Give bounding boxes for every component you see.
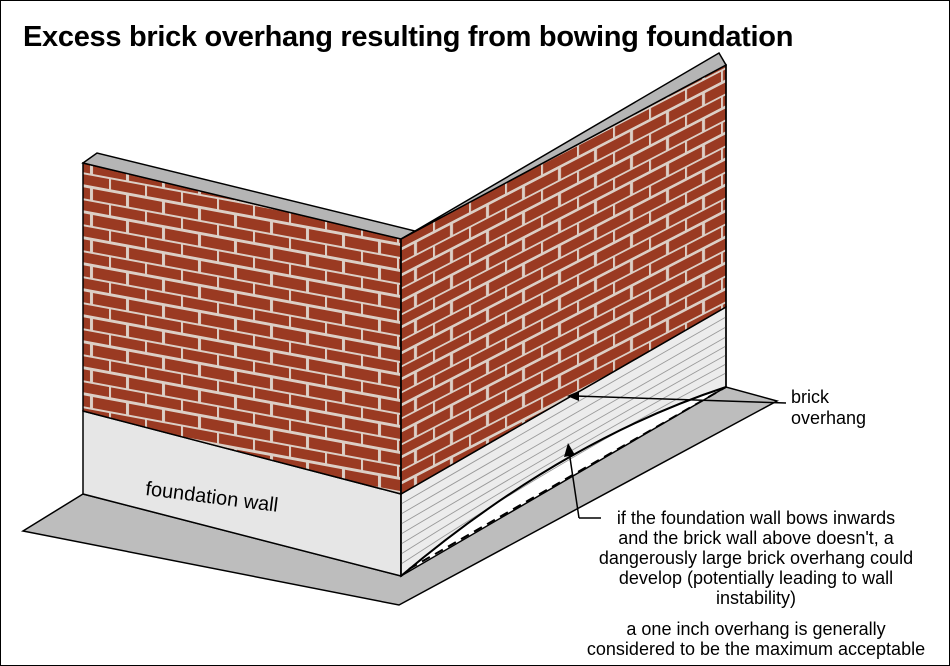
right-wall-cap bbox=[400, 51, 728, 240]
brick-overhang-label-line: brick bbox=[791, 387, 830, 407]
note-arrowhead bbox=[564, 443, 575, 457]
acceptable-note-line: considered to be the maximum acceptable bbox=[586, 639, 926, 659]
acceptable-overhang-note: a one inch overhang is generally conside… bbox=[561, 619, 950, 659]
acceptable-note-line: a one inch overhang is generally bbox=[626, 619, 886, 639]
brick-overhang-label: brick overhang bbox=[791, 387, 911, 429]
original-wall-line-dashed bbox=[408, 386, 727, 570]
page-title: Excess brick overhang resulting from bow… bbox=[23, 21, 794, 53]
bowing-note-line: dangerously large brick overhang could bbox=[598, 548, 914, 568]
brick-overhang-arrowhead bbox=[567, 391, 579, 401]
bowing-note-line: if the foundation wall bows inwards bbox=[616, 508, 896, 528]
bowing-note: if the foundation wall bows inwards and … bbox=[561, 508, 950, 608]
note-pointer-riser bbox=[568, 450, 580, 519]
bowed-foundation-line bbox=[400, 386, 727, 577]
foundation-strata-lines bbox=[400, 316, 727, 565]
bowing-note-line: and the brick wall above doesn't, a bbox=[618, 528, 894, 548]
brick-overhang-pointer bbox=[574, 395, 787, 404]
brick-overhang-label-line: overhang bbox=[791, 408, 867, 428]
bowing-note-line: instability) bbox=[715, 588, 797, 608]
bowing-note-line: develop (potentially leading to wall bbox=[618, 568, 894, 588]
